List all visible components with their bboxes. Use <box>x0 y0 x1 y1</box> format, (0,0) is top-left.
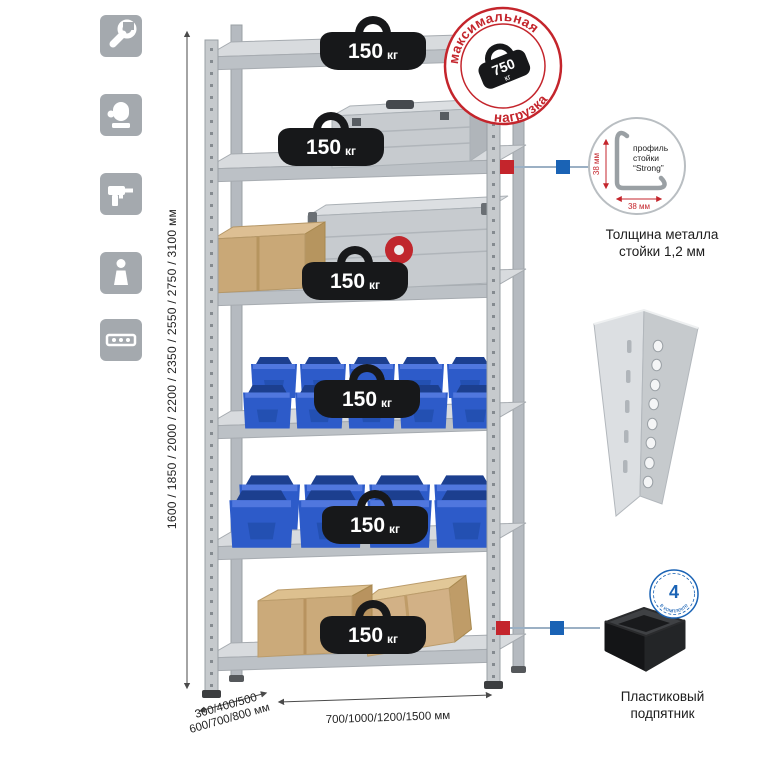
weight-body: 150 кг <box>278 128 384 166</box>
shelf-load-badge: 150 кг <box>322 490 428 544</box>
shelf-load-badge: 150 кг <box>320 600 426 654</box>
shelf-load-badge: 150 кг <box>314 364 420 418</box>
shelf-load-badge: 150 кг <box>302 246 408 300</box>
load-unit: кг <box>389 521 401 536</box>
profile-caption-line1: Толщина металла <box>605 227 719 242</box>
foot-callout-marker-blue <box>550 621 564 635</box>
weight-body: 150 кг <box>314 380 420 418</box>
foot-caption-line1: Пластиковый <box>620 689 705 704</box>
max-load-stamp: максимальная нагрузка 750 кг <box>434 0 563 132</box>
depth-dimension-line <box>198 691 268 713</box>
profile-callout <box>500 160 589 174</box>
foot-callout <box>496 621 600 635</box>
profile-title-line1: профиль <box>633 143 669 153</box>
profile-caption: Толщина металла стойки 1,2 мм <box>572 226 752 260</box>
weight-handle-icon <box>313 112 349 136</box>
shelf-load-badge: 150 кг <box>278 112 384 166</box>
corner-post-image <box>593 308 699 517</box>
rack-back-posts <box>229 15 526 682</box>
weight-handle-icon <box>355 16 391 40</box>
person-icon <box>114 259 128 285</box>
weight-handle-icon <box>355 600 391 624</box>
load-value: 150 <box>341 387 378 411</box>
load-value: 150 <box>349 513 386 537</box>
level-icon <box>105 333 137 347</box>
included-count-badge: 4 в комплекте <box>649 569 699 619</box>
badge-count-text: в комплекте <box>658 603 690 615</box>
load-value: 150 <box>347 39 384 63</box>
profile-callout-marker-blue <box>556 160 570 174</box>
load-value: 150 <box>329 269 366 293</box>
icon-tile-person <box>100 252 142 294</box>
icon-tile-level <box>100 319 142 361</box>
load-value: 150 <box>305 135 342 159</box>
height-dimensions-label: 1600 / 1850 / 2000 / 2200 / 2350 / 2550 … <box>165 208 179 530</box>
weight-handle-icon <box>357 490 393 514</box>
icon-tile-assembly <box>100 15 142 57</box>
weight-body: 150 кг <box>322 506 428 544</box>
load-unit: кг <box>369 277 381 292</box>
load-unit: кг <box>387 47 399 62</box>
weight-body: 150 кг <box>320 32 426 70</box>
weight-handle-icon <box>349 364 385 388</box>
svg-text:в комплекте: в комплекте <box>658 603 690 615</box>
corner-post-holes <box>642 339 664 489</box>
wrench-icon <box>109 19 137 48</box>
foot-caption: Пластиковый подпятник <box>575 688 750 722</box>
profile-title-line2: стойки <box>633 153 659 163</box>
stamp-load-unit: кг <box>503 72 512 83</box>
profile-caption-line2: стойки 1,2 мм <box>618 244 706 259</box>
load-unit: кг <box>381 395 393 410</box>
width-dimension-line <box>277 691 493 706</box>
icon-tile-drill <box>100 173 142 215</box>
drill-icon <box>108 186 133 206</box>
corner-post-slots <box>623 340 632 473</box>
profile-dim-horizontal: 38 мм <box>628 202 650 211</box>
profile-title-line3: “Strong” <box>633 163 664 173</box>
glove-icon <box>107 102 130 128</box>
badge-count-value: 4 <box>669 582 679 602</box>
foot-callout-marker-red <box>496 621 510 635</box>
profile-cross-section <box>614 130 667 191</box>
load-value: 150 <box>347 623 384 647</box>
stamp-weight-icon: 750 кг <box>478 43 531 89</box>
weight-body: 150 кг <box>302 262 408 300</box>
foot-caption-line2: подпятник <box>630 706 695 721</box>
profile-callout-marker-red <box>500 160 514 174</box>
profile-detail: 38 мм 38 мм профиль стойки “Strong” <box>588 117 686 215</box>
weight-handle-icon <box>337 246 373 270</box>
icon-tile-gloves <box>100 94 142 136</box>
load-unit: кг <box>387 631 399 646</box>
weight-body: 150 кг <box>320 616 426 654</box>
load-unit: кг <box>345 143 357 158</box>
shelf-load-badge: 150 кг <box>320 16 426 70</box>
profile-dim-vertical: 38 мм <box>592 153 601 175</box>
